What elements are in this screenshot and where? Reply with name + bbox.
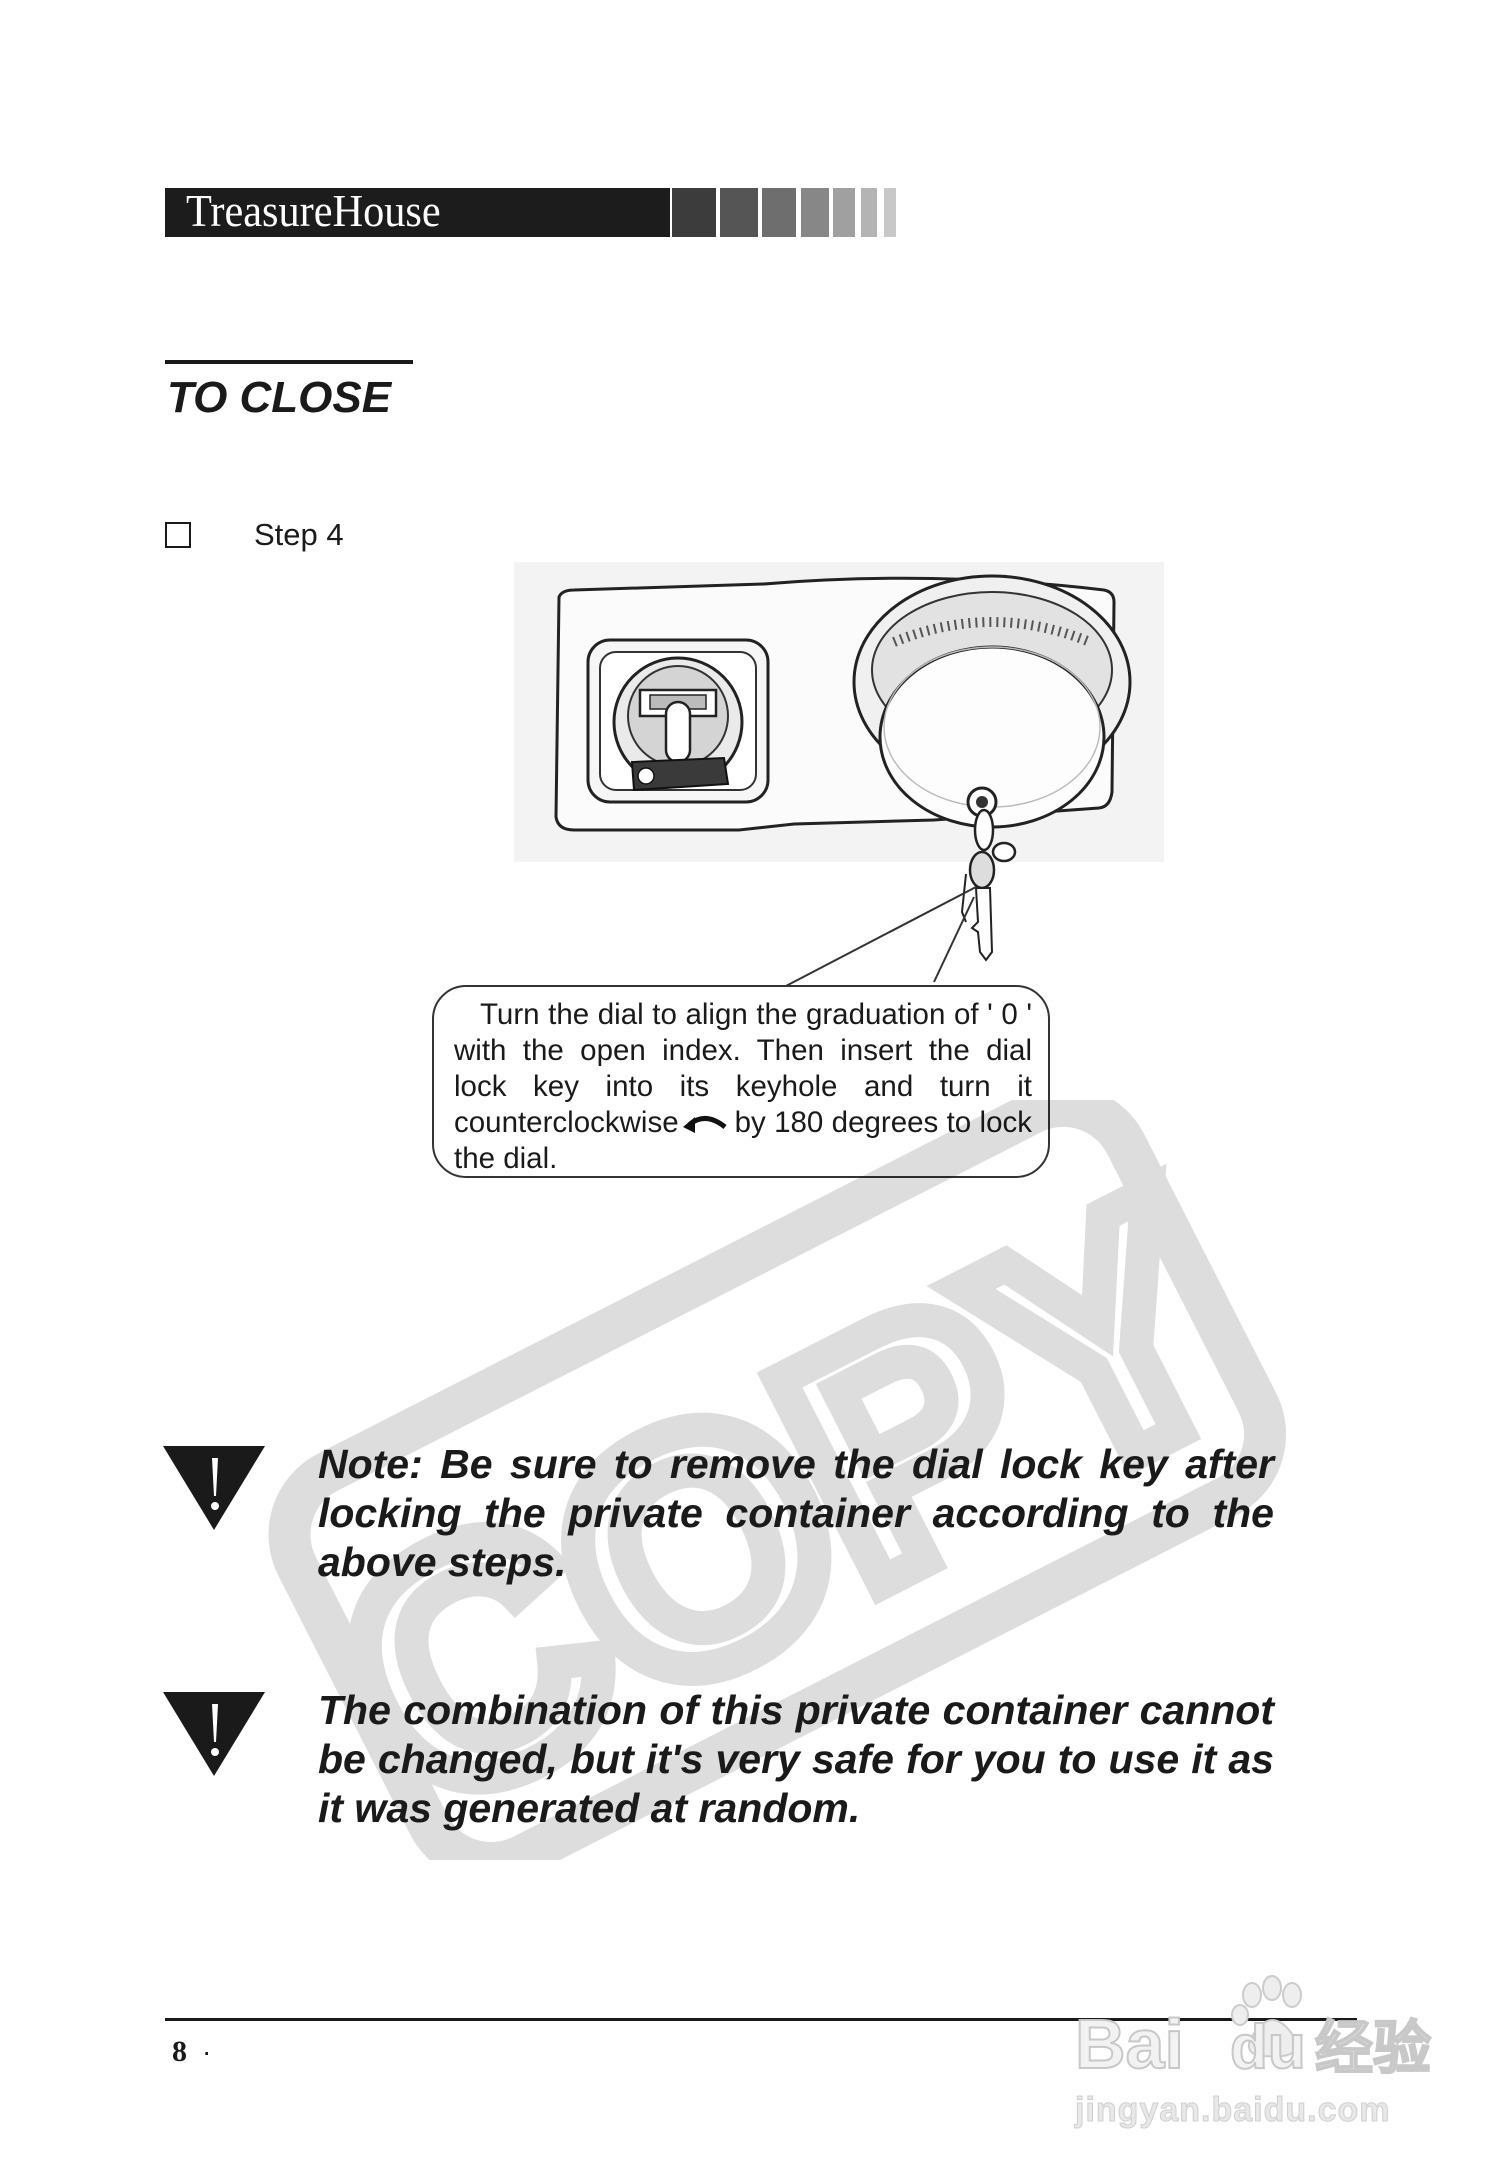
key-lock-icon bbox=[586, 638, 770, 804]
footer-rule bbox=[165, 2018, 1357, 2021]
callout-text: Turn the dial to align the graduation of… bbox=[454, 997, 1032, 1177]
header-stripe bbox=[833, 188, 855, 237]
svg-text:经验: 经验 bbox=[1315, 2016, 1431, 2081]
step-checkbox-icon bbox=[165, 522, 191, 548]
baidu-url: jingyan.baidu.com bbox=[1074, 2091, 1391, 2130]
svg-text:du: du bbox=[1230, 2013, 1306, 2082]
header-stripe bbox=[884, 188, 896, 237]
dial-lock-key-icon bbox=[960, 808, 1017, 962]
note-text: Note: Be sure to remove the dial lock ke… bbox=[318, 1441, 1274, 1585]
page-number: 8 bbox=[172, 2035, 187, 2068]
baidu-logo: Bai du 经验 bbox=[1074, 1975, 1432, 2084]
page-separator: · bbox=[202, 2036, 212, 2067]
callout-text-part2: by 180 degrees to lock the dial. bbox=[454, 1106, 1032, 1175]
title-rule bbox=[165, 360, 413, 364]
counterclockwise-arrow-icon bbox=[682, 1116, 727, 1133]
header-stripe bbox=[672, 188, 716, 237]
section-title: TO CLOSE bbox=[167, 373, 392, 422]
svg-text:Bai: Bai bbox=[1075, 2005, 1184, 2083]
step-label: Step 4 bbox=[254, 517, 344, 552]
callout-text-part1: Turn the dial to align the graduation of… bbox=[454, 998, 1032, 1139]
combination-dial-icon bbox=[852, 574, 1132, 829]
brand-name: TreasureHouse bbox=[186, 185, 441, 236]
warning-icon bbox=[163, 1446, 265, 1530]
header-stripe bbox=[762, 188, 796, 237]
header-bar bbox=[165, 188, 670, 237]
header-stripe bbox=[801, 188, 829, 237]
note-text: The combination of this private containe… bbox=[318, 1687, 1274, 1831]
lock-panel-illustration bbox=[514, 562, 1164, 988]
instruction-callout: Turn the dial to align the graduation of… bbox=[432, 985, 1050, 1178]
header-stripe bbox=[861, 188, 877, 237]
header-stripe bbox=[720, 188, 758, 237]
warning-icon bbox=[163, 1692, 265, 1776]
